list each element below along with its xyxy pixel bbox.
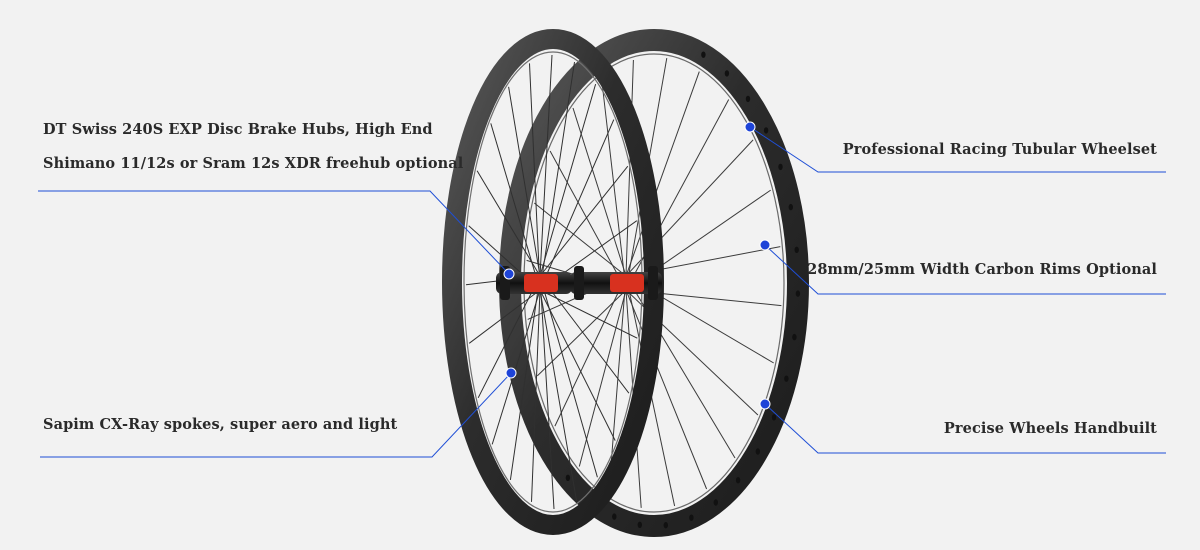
spokes-spec: Sapim CX-Ray spokes, super aero and ligh… — [43, 416, 398, 433]
rear-flange — [648, 266, 658, 300]
tubular-callout-line — [749, 126, 1166, 173]
spoke — [509, 275, 541, 480]
handbuilt-callout-dot — [759, 398, 771, 410]
spoke — [539, 289, 577, 501]
spoke — [578, 289, 627, 467]
spoke — [539, 54, 553, 277]
rim-hole — [745, 95, 751, 103]
spoke — [625, 59, 634, 277]
spoke — [539, 62, 575, 291]
hub-spec-line-2: Shimano 11/12s or Sram 12s XDR freehub o… — [43, 155, 464, 172]
rim-hole — [763, 127, 769, 134]
rear-rim-holes — [565, 51, 801, 529]
rims-spec: 28mm/25mm Width Carbon Rims Optional — [807, 261, 1157, 278]
rim-hole — [724, 70, 730, 77]
spoke — [536, 289, 627, 377]
spoke — [529, 63, 541, 291]
spoke — [539, 275, 598, 478]
rear-disc-mount — [574, 266, 584, 300]
spoke — [477, 275, 541, 399]
front-hub-red-shell — [524, 274, 558, 292]
spoke — [572, 107, 627, 277]
rim-hole — [755, 448, 760, 455]
callout-dots — [503, 121, 771, 410]
spoke — [625, 71, 700, 277]
front-spokes — [465, 54, 641, 510]
spoke — [476, 170, 541, 277]
spoke — [539, 119, 615, 291]
rim-hole — [792, 333, 797, 341]
rim-hole — [795, 290, 801, 297]
rims-callout-dot — [759, 239, 771, 251]
rim-hole — [663, 522, 668, 529]
rims-callout-line — [764, 244, 1166, 295]
spoke — [533, 202, 627, 277]
spoke — [468, 289, 541, 344]
spoke — [549, 150, 627, 291]
spoke — [539, 83, 597, 277]
spoke — [554, 275, 627, 427]
rim-hole — [778, 163, 783, 171]
hub-callout-dot — [503, 268, 515, 280]
callout-lines — [38, 126, 1166, 458]
rim-hole — [771, 414, 777, 421]
handbuilt-callout-line — [764, 403, 1166, 454]
tubular-spec: Professional Racing Tubular Wheelset — [842, 141, 1157, 158]
rim-hole — [784, 375, 789, 382]
spokes-callout-dot — [505, 367, 517, 379]
spoke — [539, 275, 555, 510]
rim-hole — [713, 499, 718, 506]
tubular-callout-dot — [744, 121, 756, 133]
rim-hole — [701, 51, 706, 58]
rim-hole — [788, 203, 793, 211]
spoke — [539, 289, 616, 441]
spoke — [491, 289, 541, 445]
rim-hole — [612, 513, 617, 520]
spoke — [531, 289, 541, 502]
hub-spec-line-1: DT Swiss 240S EXP Disc Brake Hubs, High … — [43, 121, 433, 138]
hub-assembly — [496, 266, 662, 300]
spoke — [539, 165, 629, 277]
spokes-callout-line — [40, 373, 511, 458]
rim-hole — [637, 521, 642, 528]
spoke — [608, 275, 627, 495]
rim-hole — [735, 477, 741, 484]
rear-hub-red-shell — [610, 274, 644, 292]
spoke — [508, 86, 541, 277]
hub-callout-line — [38, 190, 509, 274]
rim-hole — [689, 514, 694, 521]
spoke — [625, 289, 708, 490]
handbuilt-spec: Precise Wheels Handbuilt — [943, 420, 1157, 437]
spoke — [490, 123, 541, 291]
rim-hole — [794, 246, 799, 253]
spoke — [539, 275, 630, 394]
rim-hole — [565, 474, 571, 481]
